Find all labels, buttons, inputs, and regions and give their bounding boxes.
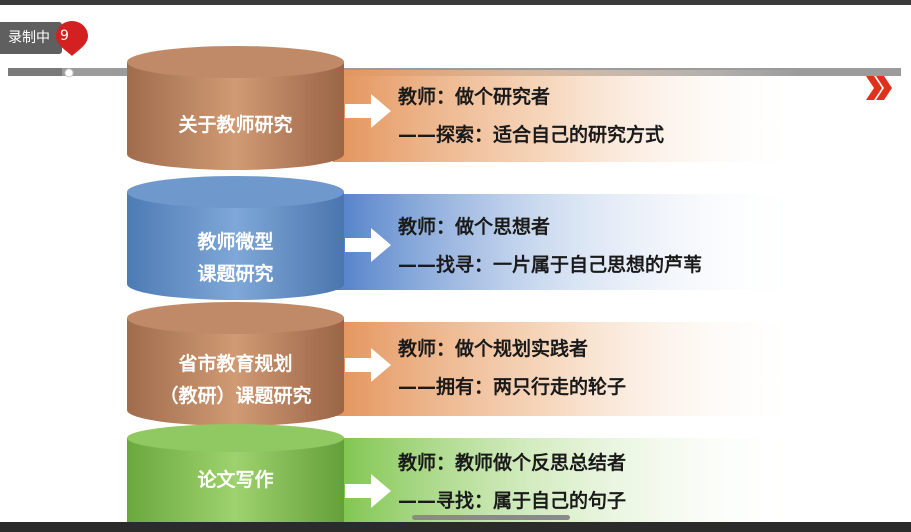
topic-line-2: ——找寻：一片属于自己思想的芦苇 <box>398 254 703 276</box>
window-bottom-bar <box>0 522 911 532</box>
progress-handle-icon[interactable] <box>62 66 76 80</box>
window-top-bar <box>0 0 911 5</box>
topic-cylinder: 论文写作 <box>127 424 344 522</box>
topic-row-planning-research: 省市教育规划 （教研）课题研究 教师：做个规划实践者 ——拥有：两只行走的轮子 <box>0 302 911 426</box>
topic-title-line-1: 教师微型 <box>197 231 274 253</box>
topic-line-2: ——拥有：两只行走的轮子 <box>398 376 627 398</box>
topic-band <box>333 322 803 416</box>
slide-progress-fill <box>8 68 62 76</box>
topic-title-line-2: 课题研究 <box>197 263 274 285</box>
topic-title-line-2: （教研）课题研究 <box>159 385 312 407</box>
recording-badge[interactable]: 录制中 <box>0 22 62 54</box>
topic-title: 关于教师研究 <box>178 114 293 136</box>
topic-cylinder: 省市教育规划 （教研）课题研究 <box>127 302 344 426</box>
topic-line-1: 教师：做个研究者 <box>398 86 551 108</box>
topic-line-1: 教师：教师做个反思总结者 <box>398 452 627 474</box>
topic-row-teacher-research: 关于教师研究 教师：做个研究者 ——探索：适合自己的研究方式 <box>0 46 911 170</box>
topic-line-1: 教师：做个思想者 <box>398 216 551 238</box>
topic-line-2: ——寻找：属于自己的句子 <box>398 490 627 512</box>
home-indicator[interactable] <box>412 515 570 520</box>
topic-band <box>333 70 803 162</box>
arrow-right-icon <box>345 228 391 262</box>
arrow-right-icon <box>345 348 391 382</box>
recording-pin-icon <box>56 21 88 56</box>
recording-count: 9 <box>60 28 69 44</box>
topic-band <box>333 194 803 290</box>
double-chevron-right-icon[interactable] <box>862 72 894 104</box>
recording-label: 录制中 <box>8 30 50 46</box>
topic-row-micro-research: 教师微型 课题研究 教师：做个思想者 ——找寻：一片属于自己思想的芦苇 <box>0 176 911 300</box>
topic-title: 论文写作 <box>197 469 274 491</box>
topic-cylinder: 教师微型 课题研究 <box>127 176 344 300</box>
arrow-right-icon <box>345 94 391 128</box>
topic-line-1: 教师：做个规划实践者 <box>398 338 589 360</box>
topic-cylinder: 关于教师研究 <box>127 46 344 170</box>
topic-row-paper-writing: 论文写作 教师：教师做个反思总结者 ——寻找：属于自己的句子 <box>0 424 911 522</box>
topic-title-line-1: 省市教育规划 <box>178 353 293 375</box>
topic-line-2: ——探索：适合自己的研究方式 <box>398 124 665 146</box>
topic-band <box>333 438 803 522</box>
arrow-right-icon <box>345 474 391 508</box>
